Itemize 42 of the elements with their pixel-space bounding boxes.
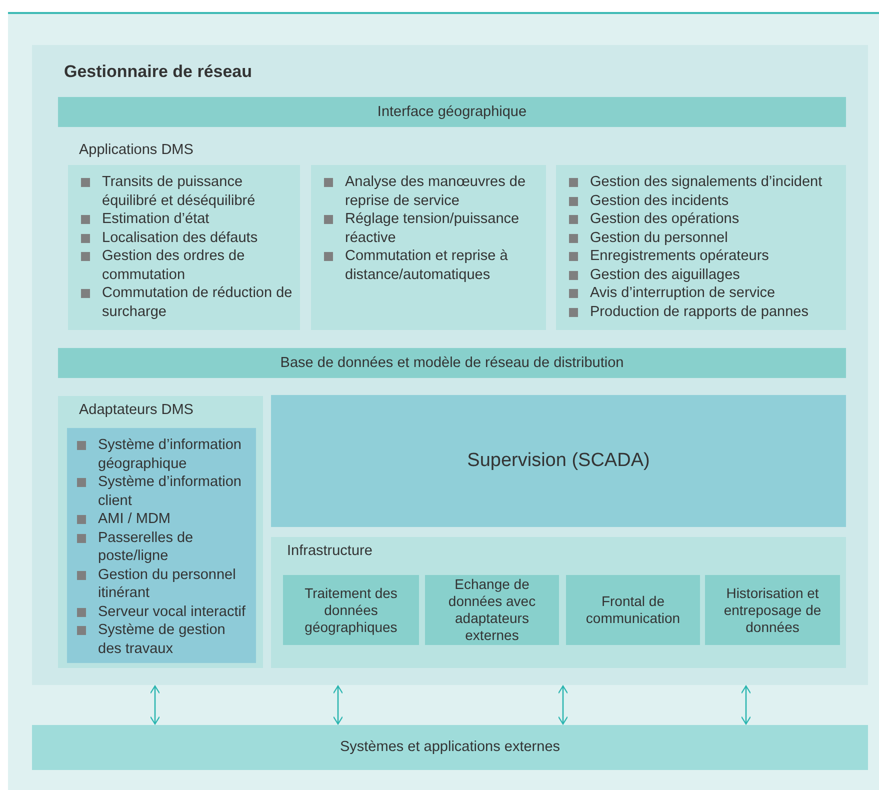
system-panel <box>32 45 868 685</box>
group-panel <box>58 396 263 668</box>
module-box <box>425 575 559 645</box>
list-item: Réglage tension/puissance réactive <box>324 210 542 247</box>
list-item: Commutation et reprise à distance/automatiques <box>324 247 542 284</box>
list-panel <box>67 428 256 663</box>
list-item: Système de gestion des travaux <box>77 621 252 658</box>
module-box <box>705 575 840 645</box>
module-label: Supervision (SCADA) <box>466 449 651 473</box>
layer-bar <box>58 348 846 378</box>
list-item: Analyse des manœuvres de reprise de service <box>324 173 542 210</box>
group-heading: Adaptateurs DMS <box>79 402 194 418</box>
list-item: Gestion des ordres de commutation <box>81 247 296 284</box>
list-item: Passerelles de poste/ligne <box>77 528 252 566</box>
list-item: Commutation de réduction de surcharge <box>81 284 296 321</box>
list-item: Gestion du personnel itinérant <box>77 566 252 602</box>
list-panel <box>556 165 846 330</box>
list-item: Transits de puissance équilibré et déséquilibré <box>81 173 296 210</box>
group-panel <box>271 537 846 668</box>
bar-label: Systèmes et applications externes <box>338 738 562 757</box>
group-heading: Applications DMS <box>79 142 194 158</box>
module-box <box>271 395 846 527</box>
bar-label: Interface géographique <box>376 103 528 122</box>
double-arrow <box>740 685 752 725</box>
list-panel <box>68 165 300 330</box>
module-label: Traitement des données géographiques <box>304 584 398 636</box>
panel-heading: Gestionnaire de réseau <box>64 62 252 82</box>
layer-bar <box>32 725 868 770</box>
module-label: Frontal de communication <box>584 593 682 627</box>
list-item: Système d’information client <box>77 473 252 510</box>
double-arrow <box>558 685 568 725</box>
layer-bar <box>58 97 846 127</box>
double-arrow <box>150 685 160 725</box>
list-panel <box>311 165 546 330</box>
double-arrow <box>332 685 344 725</box>
list-item: Système d’information géographique <box>77 436 252 473</box>
module-label: Echange de données avec adaptateurs externes <box>447 576 537 644</box>
group-heading: Infrastructure <box>287 543 372 559</box>
module-box <box>283 575 419 645</box>
module-box <box>566 575 700 645</box>
bar-label: Base de données et modèle de réseau de distribution <box>279 354 625 373</box>
module-label: Historisation et entreposage de données <box>722 584 822 636</box>
